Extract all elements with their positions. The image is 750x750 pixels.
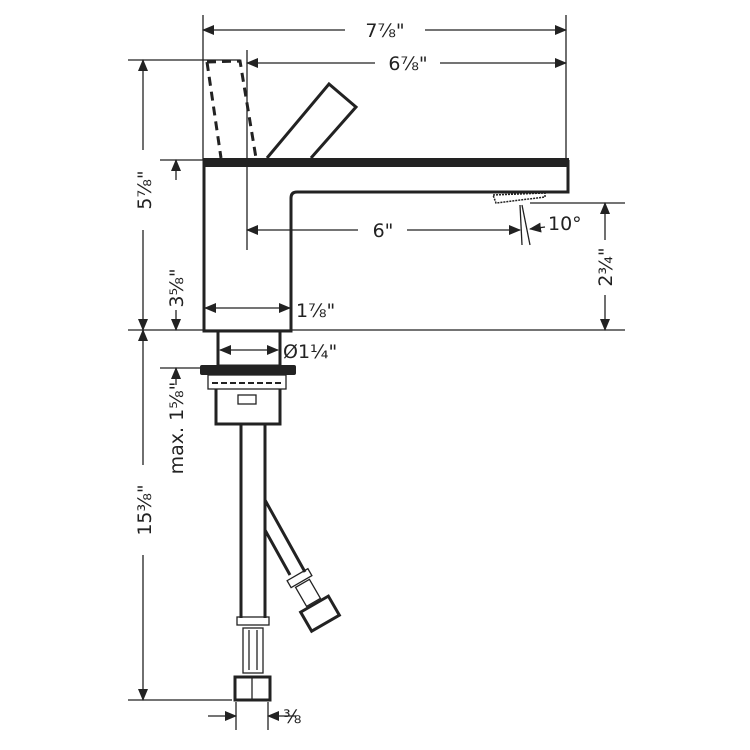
- dim-spout-height: 2¾": [595, 247, 617, 286]
- dimension-lines: [138, 25, 610, 721]
- aerator: [491, 192, 546, 204]
- lever-handle: [205, 59, 359, 159]
- dim-overall-width: 7⅞": [365, 20, 404, 42]
- dim-spout-projection: 6": [373, 220, 394, 242]
- dim-hose-length: 15⅜": [134, 484, 156, 535]
- dim-body-height: 3⅝": [166, 268, 188, 307]
- dim-body-width: 1⅞": [296, 300, 335, 322]
- dim-spray-angle: 10°: [548, 213, 582, 235]
- faucet-body: [202, 158, 570, 333]
- shank-assembly: [200, 329, 296, 426]
- dim-shank-diameter: Ø1¼": [283, 341, 337, 363]
- dim-spout-reach: 6⅞": [388, 53, 427, 75]
- dim-max-deck-thickness: max. 1⅝": [166, 382, 188, 475]
- hose-nut-angled: [298, 594, 342, 634]
- lever-alternate-position: [205, 59, 258, 159]
- dim-overall-height: 5⅞": [134, 170, 156, 209]
- supply-hoses: [233, 425, 342, 702]
- dim-connection-size: ⅜: [283, 706, 301, 728]
